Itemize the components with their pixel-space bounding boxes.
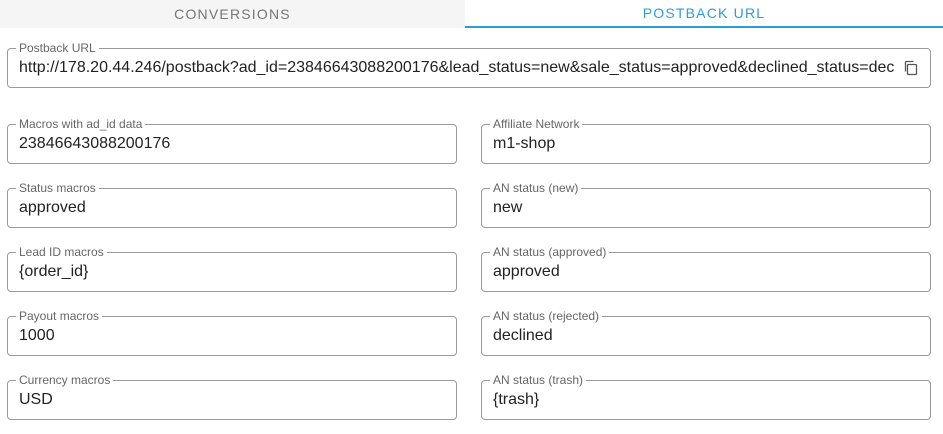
tab-bar: CONVERSIONS POSTBACK URL — [0, 0, 943, 28]
status-macros-value[interactable]: approved — [19, 199, 86, 216]
an-status-trash-value[interactable]: {trash} — [493, 391, 540, 408]
copy-icon[interactable] — [903, 60, 919, 76]
an-status-rejected-value[interactable]: declined — [493, 327, 553, 344]
an-status-new-field[interactable]: AN status (new) new — [481, 181, 931, 228]
affiliate-network-label: Affiliate Network — [490, 117, 583, 131]
an-status-approved-label: AN status (approved) — [490, 245, 610, 259]
affiliate-network-value[interactable]: m1-shop — [493, 135, 556, 152]
an-status-trash-field[interactable]: AN status (trash) {trash} — [481, 373, 931, 420]
lead-id-macros-field[interactable]: Lead ID macros {order_id} — [7, 245, 457, 292]
postback-url-label: Postback URL — [16, 41, 99, 55]
an-status-approved-value[interactable]: approved — [493, 263, 560, 280]
lead-id-macros-value[interactable]: {order_id} — [19, 263, 89, 280]
status-macros-label: Status macros — [16, 181, 99, 195]
payout-macros-label: Payout macros — [16, 309, 103, 323]
tab-postback-url[interactable]: POSTBACK URL — [465, 0, 943, 28]
status-macros-field[interactable]: Status macros approved — [7, 181, 457, 228]
affiliate-network-field[interactable]: Affiliate Network m1-shop — [481, 117, 931, 164]
postback-url-value[interactable]: http://178.20.44.246/postback?ad_id=2384… — [19, 59, 895, 76]
an-status-trash-label: AN status (trash) — [490, 373, 587, 387]
macros-ad-id-field[interactable]: Macros with ad_id data 23846643088200176 — [7, 117, 457, 164]
an-status-new-value[interactable]: new — [493, 199, 523, 216]
payout-macros-field[interactable]: Payout macros 1000 — [7, 309, 457, 356]
currency-macros-label: Currency macros — [16, 373, 114, 387]
an-status-rejected-field[interactable]: AN status (rejected) declined — [481, 309, 931, 356]
currency-macros-value[interactable]: USD — [19, 391, 53, 408]
macros-ad-id-label: Macros with ad_id data — [16, 117, 146, 131]
lead-id-macros-label: Lead ID macros — [16, 245, 107, 259]
an-status-approved-field[interactable]: AN status (approved) approved — [481, 245, 931, 292]
an-status-new-label: AN status (new) — [490, 181, 582, 195]
currency-macros-field[interactable]: Currency macros USD — [7, 373, 457, 420]
payout-macros-value[interactable]: 1000 — [19, 327, 55, 344]
an-status-rejected-label: AN status (rejected) — [490, 309, 603, 323]
tab-conversions[interactable]: CONVERSIONS — [0, 0, 465, 28]
postback-url-field[interactable]: Postback URL http://178.20.44.246/postba… — [7, 41, 931, 88]
macros-ad-id-value[interactable]: 23846643088200176 — [19, 135, 171, 152]
